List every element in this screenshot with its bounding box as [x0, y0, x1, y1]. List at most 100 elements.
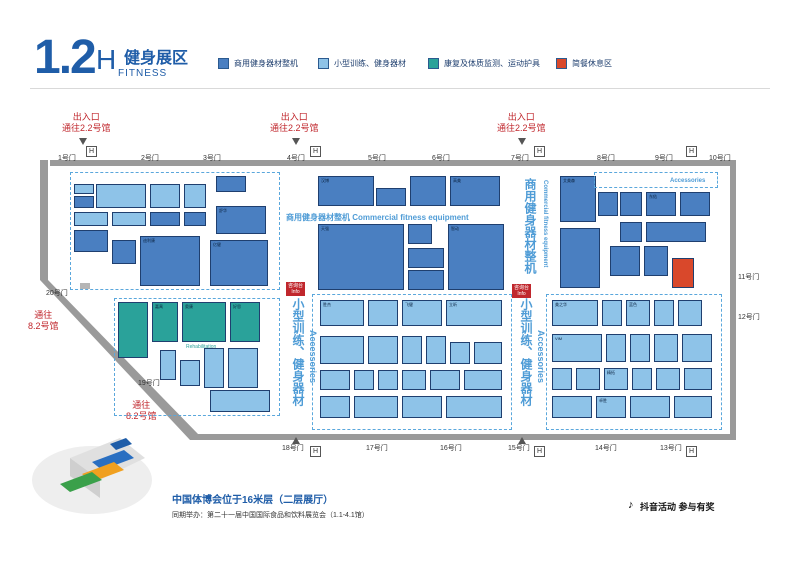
booth[interactable]: 东佑	[646, 192, 676, 216]
booth[interactable]	[408, 224, 432, 244]
booth[interactable]	[408, 270, 444, 290]
booth[interactable]: 高美	[450, 176, 500, 206]
booth[interactable]	[74, 230, 108, 252]
booth[interactable]: 蓝色	[626, 300, 650, 326]
booth[interactable]	[630, 334, 650, 362]
entrance-top-left[interactable]: 出入口 通往2.2号馆	[62, 112, 111, 134]
booth[interactable]	[150, 184, 180, 208]
booth[interactable]	[216, 176, 246, 192]
booth[interactable]	[378, 370, 398, 390]
booth[interactable]	[96, 184, 146, 208]
booth[interactable]: 飞健	[402, 300, 442, 326]
booth[interactable]	[112, 240, 136, 264]
info-desk[interactable]: 咨询台 Info	[512, 284, 532, 298]
info-desk[interactable]: 咨询台 Info	[286, 282, 306, 296]
booth[interactable]	[184, 184, 206, 208]
header-divider	[30, 88, 770, 89]
entrance-top-mid[interactable]: 出入口 通往2.2号馆	[270, 112, 319, 134]
door-10: 10号门	[709, 155, 731, 162]
booth[interactable]: 胜杰	[320, 300, 364, 326]
booth[interactable]	[410, 176, 446, 206]
booth[interactable]	[606, 334, 626, 362]
booth[interactable]	[552, 396, 592, 418]
booth[interactable]	[576, 368, 600, 390]
food-rest-area[interactable]	[672, 258, 694, 288]
booth[interactable]	[450, 342, 470, 364]
entrance-top-right[interactable]: 出入口 通往2.2号馆	[497, 112, 546, 134]
booth[interactable]	[646, 222, 706, 242]
booth[interactable]	[430, 370, 460, 390]
booth[interactable]	[426, 336, 446, 364]
booth[interactable]: 迪利康	[140, 236, 200, 286]
booth[interactable]	[560, 228, 600, 288]
booth[interactable]	[74, 184, 94, 194]
booth[interactable]	[464, 370, 502, 390]
hall-letter: H	[96, 44, 117, 75]
booth[interactable]: 精拓	[604, 368, 628, 390]
booth[interactable]	[320, 396, 350, 418]
booth[interactable]	[474, 342, 502, 364]
booth[interactable]	[680, 192, 710, 216]
booth[interactable]	[320, 370, 350, 390]
booth[interactable]	[602, 300, 622, 326]
booth[interactable]	[160, 350, 176, 380]
booth[interactable]	[354, 396, 398, 418]
booth[interactable]	[620, 192, 642, 216]
booth[interactable]	[552, 368, 572, 390]
booth[interactable]	[74, 212, 108, 226]
booth[interactable]	[112, 212, 146, 226]
zone-accessories-vertical: 小型训练、健身器材	[291, 298, 305, 406]
booth[interactable]	[204, 348, 224, 388]
booth[interactable]	[620, 222, 642, 242]
booth[interactable]	[674, 396, 712, 418]
booth[interactable]: 亿健	[210, 240, 268, 286]
booth[interactable]	[402, 336, 422, 364]
booth[interactable]	[408, 248, 444, 268]
booth[interactable]	[678, 300, 702, 326]
booth[interactable]	[118, 302, 148, 358]
booth[interactable]	[228, 348, 258, 388]
booth[interactable]	[598, 192, 618, 216]
booth[interactable]: 奥康	[182, 302, 226, 342]
booth[interactable]: 美之华	[552, 300, 598, 326]
booth[interactable]	[684, 368, 712, 390]
booth[interactable]: 立昕	[446, 300, 502, 326]
booth[interactable]	[632, 368, 652, 390]
entrance-left-upper[interactable]: 通往 8.2号馆	[28, 310, 59, 332]
booth[interactable]	[368, 300, 398, 326]
legend-label: 小型训练、健身器材	[334, 58, 406, 68]
booth[interactable]: 舒华	[216, 206, 266, 234]
booth[interactable]	[180, 360, 200, 386]
booth[interactable]	[682, 334, 712, 362]
booth[interactable]	[402, 370, 426, 390]
booth[interactable]: 艾美森	[560, 176, 596, 222]
booth[interactable]	[184, 212, 206, 226]
booth[interactable]	[446, 396, 502, 418]
booth[interactable]	[150, 212, 180, 226]
entrance-left-lower[interactable]: 通往 8.2号馆	[126, 400, 157, 422]
tiktok-activity-label[interactable]: 抖音活动 参与有奖	[640, 502, 715, 512]
booth[interactable]	[654, 300, 674, 326]
booth[interactable]	[610, 246, 640, 276]
booth[interactable]	[210, 390, 270, 412]
booth[interactable]: 嘉禹	[152, 302, 178, 342]
booth[interactable]	[656, 368, 680, 390]
booth[interactable]: 天强	[318, 224, 404, 290]
booth[interactable]	[654, 334, 678, 362]
booth[interactable]	[376, 188, 406, 206]
booth[interactable]	[630, 396, 670, 418]
booth[interactable]: 汉博	[318, 176, 374, 206]
booth[interactable]: VIM	[552, 334, 602, 362]
booth[interactable]: 智动	[448, 224, 504, 290]
booth[interactable]: 好思	[230, 302, 260, 342]
booth[interactable]	[354, 370, 374, 390]
booth[interactable]: 卓胜	[596, 396, 626, 418]
booth[interactable]	[320, 336, 364, 364]
door-4: 4号门	[287, 155, 305, 162]
booth[interactable]	[644, 246, 668, 276]
entrance-dest: 8.2号馆	[28, 321, 59, 331]
booth[interactable]	[402, 396, 442, 418]
arrow-up-icon	[292, 437, 300, 444]
booth[interactable]	[368, 336, 398, 364]
booth[interactable]	[74, 196, 94, 208]
